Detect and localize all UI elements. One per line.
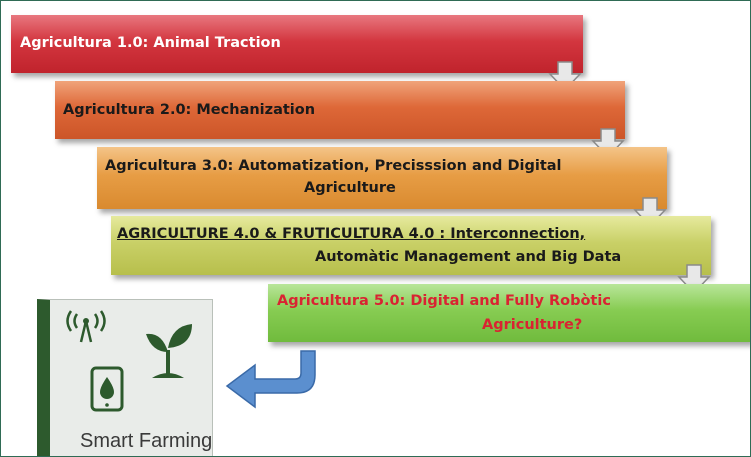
curved-arrow-icon xyxy=(225,350,316,409)
step-label: AGRICULTURE 4.0 & FRUTICULTURA 4.0 : Int… xyxy=(117,226,586,242)
step-label: Agricultura 5.0: Digital and Fully Robòt… xyxy=(277,293,611,309)
step-label: Agricultura 3.0: Automatization, Preciss… xyxy=(105,158,562,174)
step-label: Agricultura 1.0: Animal Traction xyxy=(20,35,281,51)
step-label-line2: Automàtic Management and Big Data xyxy=(315,249,622,265)
step-label-line2: Agriculture xyxy=(304,180,396,196)
antenna-signal-icon xyxy=(66,310,106,343)
smart-farming-panel: Smart Farming xyxy=(37,299,213,456)
step-agricultura-3-0: Agricultura 3.0: Automatization, Preciss… xyxy=(97,147,667,209)
plant-sprout-icon xyxy=(146,324,192,378)
smart-farming-label: Smart Farming xyxy=(80,430,213,452)
step-agricultura-5-0: Agricultura 5.0: Digital and Fully Robòt… xyxy=(268,284,750,342)
tablet-water-drop-icon xyxy=(90,366,124,412)
step-label: Agricultura 2.0: Mechanization xyxy=(63,102,316,118)
step-agricultura-1-0: Agricultura 1.0: Animal Traction xyxy=(11,15,583,73)
step-agriculture-4-0: AGRICULTURE 4.0 & FRUTICULTURA 4.0 : Int… xyxy=(111,216,711,275)
step-label-line2: Agriculture? xyxy=(482,317,583,333)
step-agricultura-2-0: Agricultura 2.0: Mechanization xyxy=(55,81,625,139)
